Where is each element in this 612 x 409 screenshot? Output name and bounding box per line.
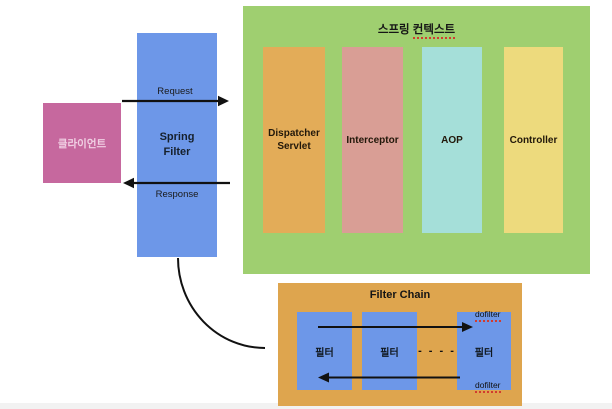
- spring-context-title-prefix: 스프링: [377, 24, 413, 36]
- spring-context-title-underlined: 컨텍스트: [412, 24, 456, 39]
- aop-label: AOP: [441, 134, 463, 146]
- spring-filter-box: Spring Filter: [137, 33, 217, 257]
- client-label: 클라이언트: [57, 137, 107, 150]
- client-box: 클라이언트: [43, 103, 121, 183]
- filter-chain-title: Filter Chain: [369, 289, 431, 301]
- interceptor-label: Interceptor: [346, 134, 399, 146]
- spring-context-title: 스프링 컨텍스트: [243, 21, 590, 39]
- filter-1-label: 필터: [315, 347, 334, 359]
- spring-context-container: 스프링 컨텍스트 Dispatcher Servlet Interceptor …: [243, 6, 590, 274]
- filter-2-label: 필터: [380, 347, 399, 359]
- aop-box: AOP: [422, 47, 482, 233]
- interceptor-box: Interceptor: [342, 47, 403, 233]
- filter-box-3: 필터: [457, 312, 511, 390]
- dofilter-bottom-label: dofilter: [475, 380, 501, 393]
- filter-box-2: 필터: [362, 312, 417, 390]
- filter-box-1: 필터: [297, 312, 352, 390]
- controller-box: Controller: [504, 47, 563, 233]
- bottom-strip: [0, 403, 612, 409]
- dispatcher-servlet-box: Dispatcher Servlet: [263, 47, 325, 233]
- filter-chain-container: Filter Chain 필터 필터 필터 - - - - dofilter d…: [278, 283, 522, 406]
- controller-label: Controller: [509, 134, 558, 146]
- response-label: Response: [155, 189, 199, 200]
- filter-ellipsis: - - - -: [418, 345, 456, 357]
- dispatcher-servlet-label: Dispatcher Servlet: [268, 128, 320, 152]
- dofilter-top-label: dofilter: [475, 309, 501, 322]
- request-label: Request: [157, 86, 193, 97]
- filter-3-label: 필터: [474, 347, 494, 359]
- spring-filter-label: Spring Filter: [159, 131, 195, 158]
